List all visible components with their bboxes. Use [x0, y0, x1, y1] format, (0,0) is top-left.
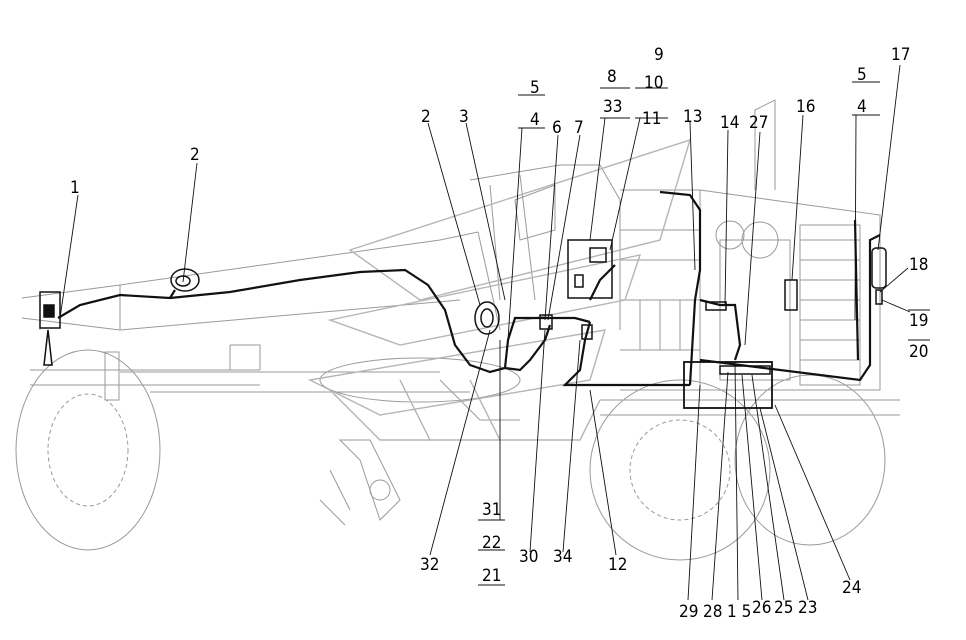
- callout-2-horn: 2: [190, 145, 200, 165]
- callout-24: 24: [842, 578, 861, 598]
- callout-19: 19: [909, 311, 928, 331]
- component-14-sensor: [705, 301, 727, 311]
- callout-34: 34: [553, 547, 572, 567]
- grader-outline: [15, 99, 900, 561]
- callout-5-right: 5: [857, 65, 867, 85]
- callout-14: 14: [720, 113, 739, 133]
- callout-7: 7: [574, 118, 584, 138]
- callout-8: 8: [607, 67, 617, 87]
- components: [39, 239, 887, 409]
- callout-15: 1 5: [727, 602, 751, 622]
- callout-30: 30: [519, 547, 538, 567]
- component-17-rear-lamp: [871, 247, 887, 289]
- callout-6: 6: [552, 118, 562, 138]
- component-29-battery-box: [683, 361, 773, 409]
- callout-33: 33: [603, 97, 622, 117]
- watermark-logo: [307, 138, 692, 441]
- callout-17: 17: [891, 45, 910, 65]
- callout-27: 27: [749, 113, 768, 133]
- callout-1: 1: [70, 178, 80, 198]
- callout-10: 10: [644, 73, 663, 93]
- callout-23: 23: [798, 598, 817, 618]
- callout-22: 22: [482, 533, 501, 553]
- callout-16: 16: [796, 97, 815, 117]
- callout-25: 25: [774, 598, 793, 618]
- callout-12: 12: [608, 555, 627, 575]
- component-34-switch: [581, 324, 593, 340]
- callout-2-lamp: 2: [421, 107, 431, 127]
- component-2-horn: [170, 268, 200, 292]
- component-7-connector: [539, 314, 553, 330]
- callout-5-left: 5: [530, 78, 540, 98]
- callout-31: 31: [482, 500, 501, 520]
- callout-32: 32: [420, 555, 439, 575]
- callout-13: 13: [683, 107, 702, 127]
- wiring-harness: [57, 190, 881, 387]
- callout-28: 28: [703, 602, 722, 622]
- leader-lines: [59, 64, 930, 601]
- callout-4-right: 4: [857, 97, 867, 117]
- component-16-alternator: [784, 279, 798, 311]
- component-2-work-lamp: [474, 301, 500, 335]
- callout-9: 9: [654, 45, 664, 65]
- callout-20: 20: [909, 342, 928, 362]
- callout-21: 21: [482, 566, 501, 586]
- callout-4-left: 4: [530, 110, 540, 130]
- callout-18: 18: [909, 255, 928, 275]
- callout-11: 11: [642, 109, 661, 129]
- callout-26: 26: [752, 598, 771, 618]
- callout-3: 3: [459, 107, 469, 127]
- component-1-front-lamp: [39, 291, 61, 329]
- callout-labels: 1 2 2 3 5 4 6 7 8 33 9 10 11 13 14 27 16…: [70, 45, 928, 622]
- callout-29: 29: [679, 602, 698, 622]
